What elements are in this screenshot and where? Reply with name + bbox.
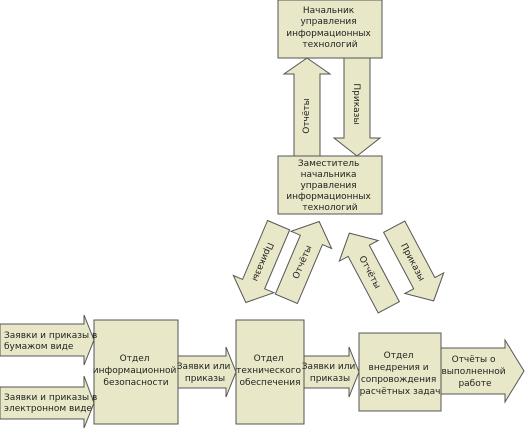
impl-label: Отдел внедрения и сопровождения расчётны… xyxy=(360,351,441,397)
left-reports-arrow: Отчёты xyxy=(274,220,333,305)
down-orders-arrow xyxy=(332,57,382,157)
output-arrow xyxy=(440,338,525,404)
deputy-label: Заместитель начальника управления информ… xyxy=(286,159,374,213)
deputy-box xyxy=(277,155,383,215)
input-paper-arrow xyxy=(0,314,95,366)
up-reports-label: Отчёты xyxy=(302,98,312,134)
security-label: Отдел информационной безопасности xyxy=(93,354,179,388)
sec-to-tech-label: Заявки или приказы xyxy=(177,362,233,384)
input-paper-label: Заявки и приказы в бумажом виде xyxy=(4,331,100,352)
sec-to-tech-arrow xyxy=(177,346,237,398)
input-electronic-label: Заявки и приказы в электронном виде xyxy=(4,393,100,414)
head-box xyxy=(277,0,383,59)
tech-to-impl-arrow xyxy=(303,346,360,398)
right-reports-arrow: Отчёты xyxy=(338,232,401,314)
tech-label: Отдел технического обеспечения xyxy=(236,354,304,388)
input-electronic-arrow xyxy=(0,375,95,428)
down-orders-label: Приказы xyxy=(351,83,361,124)
head-label: Начальник управления информационных техн… xyxy=(286,6,374,50)
output-label: Отчёты о выполненной работе xyxy=(442,355,509,389)
tech-box xyxy=(235,319,305,425)
tech-to-impl-label: Заявки или приказы xyxy=(302,362,358,384)
